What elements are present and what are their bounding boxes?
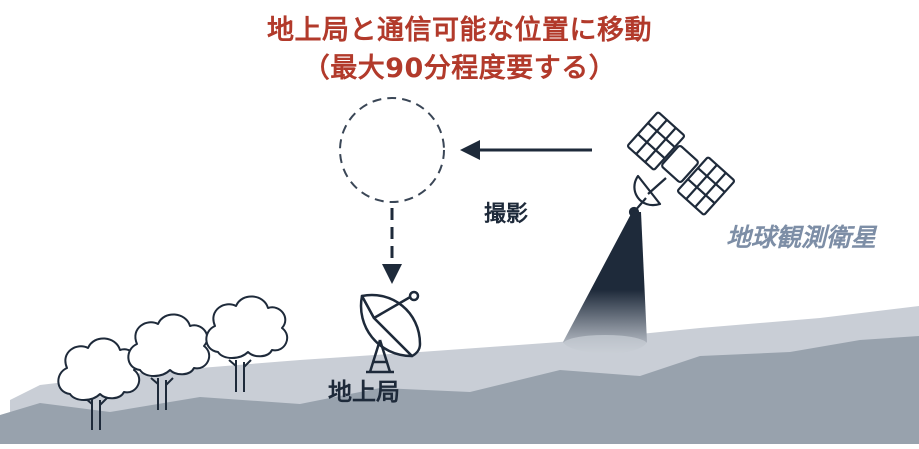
arrow-down-icon: [382, 208, 402, 284]
arrow-left-icon: [460, 140, 592, 160]
satellite-icon: [626, 111, 736, 218]
tree-icon: [127, 313, 211, 410]
terrain-front-layer: [0, 336, 919, 444]
ground-station-label: 地上局: [328, 378, 400, 406]
ground-station-antenna-icon: [359, 290, 422, 374]
tree-icon: [205, 295, 289, 392]
title-line-2: （最大90分程度要する）: [302, 53, 617, 84]
satellite-beam: [563, 212, 647, 354]
terrain: [0, 306, 919, 444]
dashed-circle-icon: [339, 97, 445, 203]
title-line-1: 地上局と通信可能な位置に移動: [267, 15, 652, 46]
imaging-label: 撮影: [484, 202, 529, 227]
satellite-label: 地球観測衛星: [726, 223, 877, 252]
